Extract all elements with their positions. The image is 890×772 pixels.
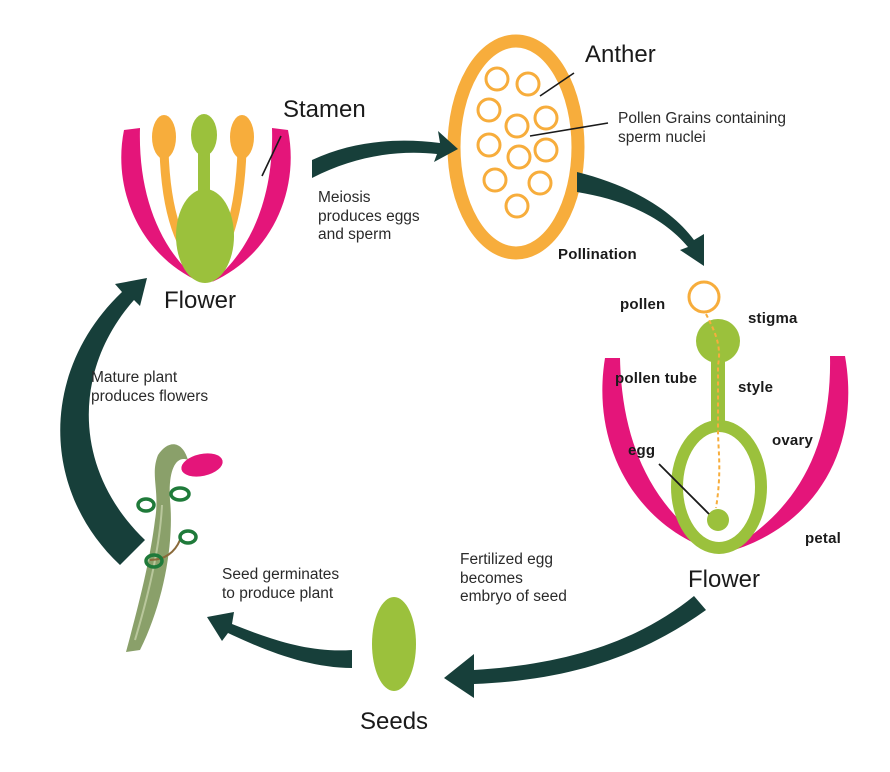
- style-right: [711, 355, 725, 435]
- seed-germinates-label: Seed germinates to produce plant: [222, 566, 340, 602]
- stamen-pointer: [261, 135, 282, 177]
- pollen-grain: [533, 105, 559, 131]
- meiosis-label: Meiosis produces eggs and sperm: [318, 189, 420, 244]
- mature-plant-label: Mature plant produces flowers: [91, 369, 209, 405]
- pollen-grains-label: Pollen Grains containing sperm nuclei: [618, 110, 787, 146]
- seedling-illustration: [126, 444, 223, 652]
- arrow-maturation: [60, 278, 148, 565]
- egg-pointer: [658, 463, 710, 515]
- flower-right-illustration: [602, 280, 849, 554]
- leaf-ring: [136, 497, 156, 513]
- leaf-rings: [136, 486, 198, 569]
- style-label: style: [738, 379, 774, 396]
- petal-label: petal: [805, 530, 842, 547]
- pollination-label: Pollination: [558, 246, 637, 263]
- pollen-grain: [527, 170, 553, 196]
- leaf-ring: [169, 486, 191, 502]
- pollen-grain: [504, 113, 530, 139]
- arrow-meiosis: [312, 131, 458, 178]
- tendril: [149, 539, 181, 561]
- pollen-grain: [504, 193, 530, 219]
- egg-label: egg: [628, 442, 656, 459]
- ovary-top: [176, 189, 234, 283]
- petal-right-right-flower: [724, 356, 849, 553]
- fertilized-egg-label: Fertilized egg becomes embryo of seed: [460, 551, 567, 606]
- pollen-tube-path: [705, 313, 721, 509]
- anther-label: Anther: [585, 41, 656, 68]
- arrow-germination: [207, 612, 352, 668]
- ovary-label: ovary: [772, 432, 814, 449]
- pollen-grain: [506, 144, 532, 170]
- cycle-arrows: [60, 131, 706, 698]
- plant-stem-highlight: [134, 504, 163, 641]
- anther-right: [230, 115, 254, 159]
- flower-top-illustration: [121, 114, 291, 283]
- pollen-grain: [482, 167, 508, 193]
- arrow-fertilization: [444, 596, 706, 698]
- anther-left: [152, 115, 176, 159]
- stigma-top: [191, 114, 217, 156]
- petal-right: [212, 128, 291, 282]
- pollen-grain: [484, 66, 510, 92]
- pollen-grain: [476, 97, 502, 123]
- stamen-label: Stamen: [283, 96, 366, 123]
- stigma-label: stigma: [748, 310, 798, 327]
- flower-top-label: Flower: [164, 287, 237, 314]
- pollen-grains-pointer: [529, 122, 609, 137]
- seed-illustration: [372, 597, 416, 691]
- anther-illustration: [447, 34, 585, 260]
- egg-cell: [707, 509, 729, 531]
- arrow-pollination: [577, 172, 704, 266]
- flower-bud: [181, 453, 223, 477]
- pollen-grain-right: [687, 280, 721, 314]
- petal-left-right-flower: [602, 358, 720, 553]
- leaf-ring: [178, 529, 198, 545]
- pollen-grain: [533, 137, 559, 163]
- pollen-grain: [515, 71, 541, 97]
- flower-right-label: Flower: [688, 566, 761, 593]
- petal-left: [121, 128, 200, 282]
- pollen-label: pollen: [620, 296, 666, 313]
- pollen-tube-label: pollen tube: [615, 370, 698, 387]
- anther-pointer: [539, 72, 575, 97]
- pollen-grains: [476, 66, 559, 219]
- pollen-grain: [476, 132, 502, 158]
- seeds-label: Seeds: [360, 708, 429, 735]
- leaf-ring: [144, 553, 164, 569]
